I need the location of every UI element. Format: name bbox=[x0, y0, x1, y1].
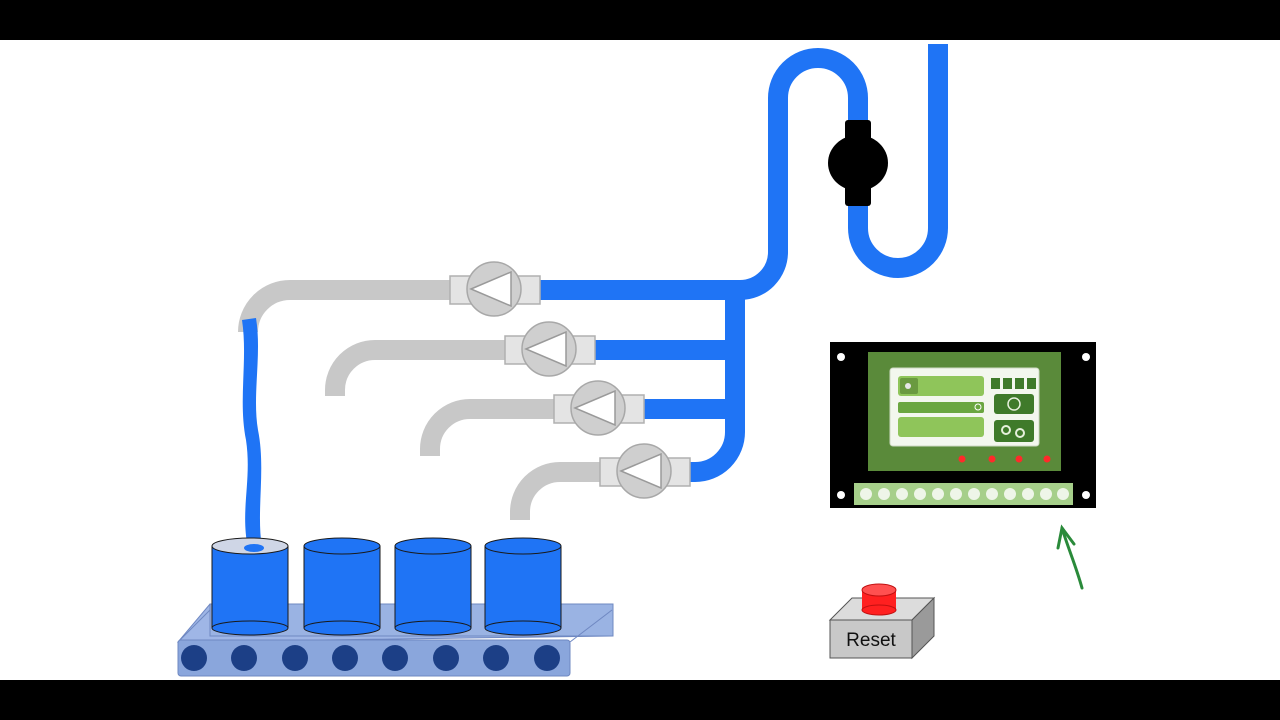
controller[interactable] bbox=[830, 342, 1096, 508]
manifold bbox=[590, 290, 745, 482]
letterbox-bottom bbox=[0, 680, 1280, 720]
valve-icon bbox=[573, 389, 616, 427]
valve-3[interactable] bbox=[553, 380, 645, 436]
display-digit-keys bbox=[991, 378, 1036, 389]
reset-button[interactable]: Reset bbox=[828, 583, 936, 660]
valve-icon bbox=[469, 270, 512, 308]
outlet-pipes bbox=[238, 280, 605, 520]
sound-button[interactable] bbox=[994, 394, 1034, 414]
valve-1[interactable] bbox=[449, 261, 541, 317]
display-field-2[interactable] bbox=[898, 417, 984, 437]
pump-icon[interactable] bbox=[828, 120, 888, 206]
gear-icon bbox=[1001, 425, 1025, 438]
container-4 bbox=[484, 537, 562, 636]
display-progress bbox=[898, 402, 984, 413]
water-stream bbox=[242, 318, 262, 548]
valve-icon bbox=[619, 452, 662, 490]
container-3 bbox=[394, 537, 472, 636]
container-2 bbox=[303, 537, 381, 636]
display-field-1[interactable] bbox=[898, 376, 984, 396]
mounting-hole bbox=[1082, 491, 1090, 499]
arrow-icon bbox=[1056, 524, 1084, 590]
conveyor-rollers bbox=[181, 645, 560, 671]
valve-4[interactable] bbox=[599, 443, 691, 499]
home-icon bbox=[905, 383, 911, 389]
mounting-hole bbox=[837, 353, 845, 361]
supply-pipe bbox=[530, 44, 948, 300]
status-leds bbox=[958, 455, 1051, 463]
mounting-hole bbox=[837, 491, 845, 499]
terminal-strip bbox=[854, 483, 1073, 505]
settings-button[interactable] bbox=[994, 420, 1034, 442]
mounting-hole bbox=[1082, 353, 1090, 361]
reset-button-label: Reset bbox=[846, 630, 896, 651]
valve-2[interactable] bbox=[504, 321, 596, 377]
terminals bbox=[860, 488, 1069, 500]
container-1 bbox=[211, 537, 289, 636]
valve-icon bbox=[524, 330, 567, 368]
letterbox-top bbox=[0, 0, 1280, 40]
speaker-icon bbox=[1007, 397, 1021, 411]
